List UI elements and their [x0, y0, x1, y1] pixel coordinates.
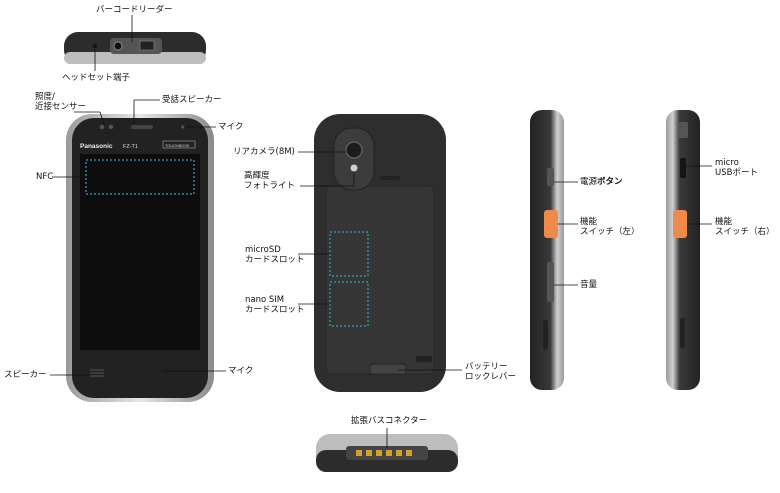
label-mic-top: マイク — [218, 122, 244, 132]
label-headset-jack: ヘッドセット端子 — [62, 73, 131, 83]
label-func-left-line2: スイッチ（左） — [580, 227, 640, 237]
label-micro-usb-line2: USBポート — [715, 168, 758, 178]
right-side-grip — [680, 318, 685, 348]
back-slot — [380, 176, 400, 180]
rear-camera-lens-icon — [345, 141, 363, 159]
label-mic-bottom: マイク — [228, 366, 254, 376]
photo-light-icon — [350, 164, 358, 172]
device-model: FZ-T1 — [123, 144, 138, 150]
label-photo-light-line2: フォトライト — [244, 181, 296, 191]
camera-module — [333, 127, 375, 191]
label-nanosim: nano SIM カードスロット — [245, 295, 305, 315]
front-view — [66, 114, 214, 402]
label-micro-usb-line1: micro — [715, 158, 739, 168]
function-switch-left — [544, 210, 558, 238]
label-ambient-proximity: 照度/ 近接センサー — [35, 92, 86, 112]
right-side-view — [666, 110, 700, 390]
label-nfc: NFC — [36, 172, 54, 182]
label-power-prefix: 電源 — [580, 177, 598, 187]
label-battery-lock: バッテリー ロックレバー — [465, 362, 516, 382]
label-func-right-line2: スイッチ（右） — [715, 227, 775, 237]
barcode-lens-icon — [113, 41, 123, 51]
battery-cover — [325, 185, 435, 375]
left-side-grip — [543, 320, 548, 350]
right-side-body — [666, 110, 700, 390]
label-microsd-line1: microSD — [245, 245, 281, 255]
nfc-callout-box — [85, 159, 195, 195]
left-side-view — [530, 110, 564, 390]
label-receiver-speaker: 受話スピーカー — [162, 95, 222, 105]
toughbook-badge-box — [162, 140, 196, 149]
bottom-edge-view — [316, 434, 458, 472]
device-badge: TOUGHBOOK — [165, 144, 190, 148]
back-latch — [416, 356, 432, 362]
right-side-clip — [678, 122, 688, 138]
function-switch-right — [673, 210, 687, 238]
top-edge-view — [64, 32, 206, 64]
top-edge-frame — [64, 52, 206, 64]
power-button — [547, 168, 554, 186]
micro-usb-port — [680, 158, 686, 178]
front-screen — [80, 154, 200, 350]
label-volume: 音量 — [580, 280, 598, 290]
label-func-right: 機能 スイッチ（右） — [715, 217, 775, 237]
label-speaker: スピーカー — [4, 370, 47, 380]
connector-pins — [356, 450, 412, 456]
headset-jack-port — [93, 44, 97, 48]
label-rear-camera: リアカメラ(8M) — [233, 147, 295, 157]
speaker-grille-icon — [90, 369, 104, 377]
label-ambient-line2: 近接センサー — [35, 102, 87, 112]
device-brand: Panasonic — [80, 143, 113, 150]
label-nanosim-line2: カードスロット — [245, 305, 305, 315]
label-microsd: microSD カードスロット — [245, 245, 305, 265]
receiver-speaker-grille — [131, 125, 153, 129]
label-photo-light-line1: 高輝度 — [244, 171, 270, 181]
volume-button — [547, 262, 554, 302]
label-func-left: 機能 スイッチ（左） — [580, 217, 640, 237]
label-barcode-reader: バーコードリーダー — [96, 5, 173, 15]
ambient-sensor-dot — [108, 124, 114, 130]
label-func-left-line1: 機能 — [580, 217, 598, 227]
barcode-scanner-icon — [139, 40, 155, 51]
label-func-right-line1: 機能 — [715, 217, 733, 227]
leader-ambient-b — [99, 111, 105, 125]
left-side-body — [530, 110, 564, 390]
label-ambient-line1: 照度/ — [35, 92, 55, 102]
leader-lines — [50, 15, 712, 448]
back-view — [314, 114, 446, 392]
label-battery-lock-line2: ロックレバー — [465, 372, 517, 382]
label-nanosim-line1: nano SIM — [245, 295, 285, 305]
label-micro-usb: micro USBポート — [715, 158, 758, 178]
label-photo-light: 高輝度 フォトライト — [244, 171, 295, 191]
proximity-sensor-dot — [99, 124, 105, 130]
label-battery-lock-line1: バッテリー — [465, 362, 508, 372]
battery-lock-lever — [369, 363, 407, 375]
label-power-suffix: ボタン — [597, 177, 623, 187]
label-power-button: 電源ボタン — [580, 177, 623, 187]
label-expansion-connector: 拡張バスコネクター — [351, 416, 428, 426]
label-microsd-line2: カードスロット — [245, 255, 305, 265]
